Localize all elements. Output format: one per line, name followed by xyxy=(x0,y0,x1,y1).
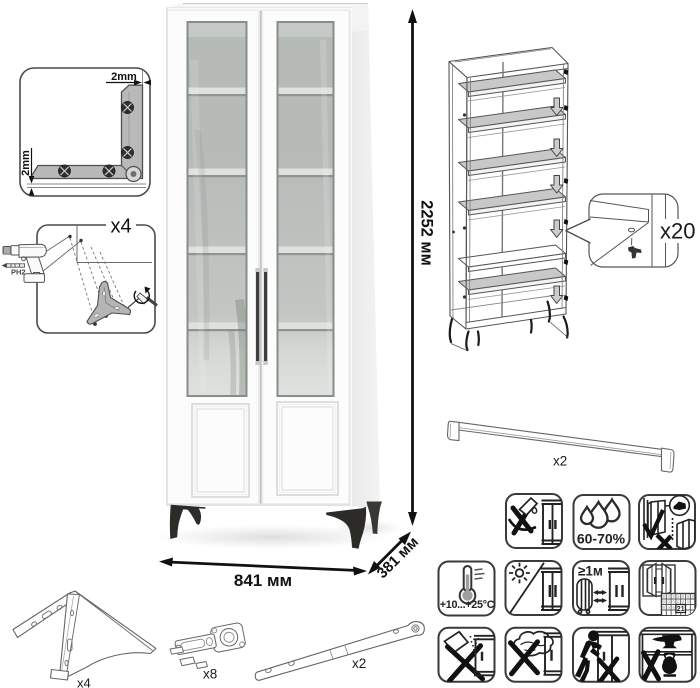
svg-text:PH2: PH2 xyxy=(11,268,26,277)
svg-text:x2: x2 xyxy=(352,656,366,671)
svg-text:9: 9 xyxy=(682,594,685,599)
svg-text:x4: x4 xyxy=(77,676,91,688)
svg-text:x4: x4 xyxy=(110,216,131,238)
svg-text:2mm: 2mm xyxy=(111,71,137,83)
svg-text:9: 9 xyxy=(672,594,675,599)
svg-text:9: 9 xyxy=(663,605,666,610)
svg-text:9: 9 xyxy=(682,600,685,605)
svg-text:9: 9 xyxy=(663,594,666,599)
svg-text:≥1м: ≥1м xyxy=(578,564,603,579)
svg-text:9: 9 xyxy=(677,594,680,599)
svg-text:60-70%: 60-70% xyxy=(577,531,626,547)
svg-text:9: 9 xyxy=(672,605,675,610)
svg-text:9: 9 xyxy=(687,594,690,599)
svg-text:841 мм: 841 мм xyxy=(234,571,292,590)
svg-text:9: 9 xyxy=(692,594,695,599)
svg-text:2mm: 2mm xyxy=(20,150,32,176)
svg-text:9: 9 xyxy=(663,600,666,605)
svg-text:x20: x20 xyxy=(660,219,695,244)
svg-text:+10...+25°C: +10...+25°C xyxy=(440,599,495,611)
svg-text:9: 9 xyxy=(672,600,675,605)
svg-text:9: 9 xyxy=(668,594,671,599)
svg-text:9: 9 xyxy=(687,600,690,605)
svg-text:x2: x2 xyxy=(553,454,567,469)
svg-text:x8: x8 xyxy=(203,667,217,682)
svg-text:9: 9 xyxy=(677,600,680,605)
svg-text:21: 21 xyxy=(677,606,685,613)
svg-text:9: 9 xyxy=(668,600,671,605)
svg-text:2252 мм: 2252 мм xyxy=(418,200,436,266)
svg-text:9: 9 xyxy=(668,605,671,610)
